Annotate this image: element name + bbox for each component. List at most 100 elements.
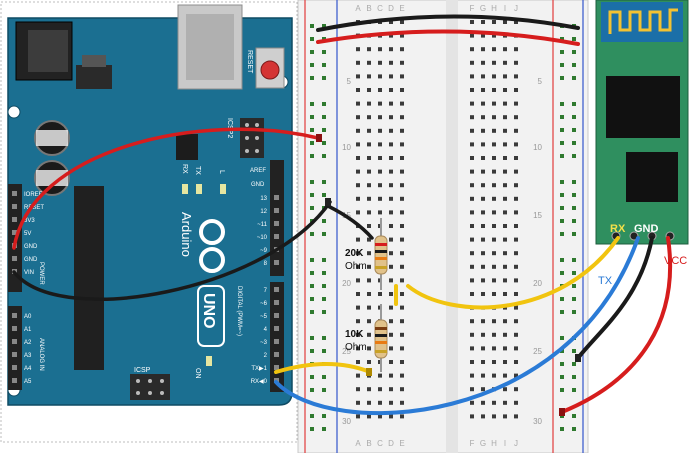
breadboard-hole — [503, 115, 507, 120]
rail-hole — [560, 102, 564, 106]
breadboard-hole — [356, 210, 360, 215]
wire-end-caps — [316, 134, 581, 416]
breadboard-hole — [514, 169, 518, 174]
breadboard-hole — [470, 373, 474, 378]
breadboard-hole — [514, 346, 518, 351]
breadboard-hole — [470, 142, 474, 147]
breadboard-hole — [470, 360, 474, 364]
column-letter: E — [399, 4, 404, 13]
breadboard-hole — [492, 33, 496, 38]
breadboard-hole — [389, 414, 393, 419]
header-pin — [12, 378, 17, 383]
breadboard-hole — [470, 115, 474, 120]
breadboard-hole — [514, 251, 518, 256]
icsp2-header — [240, 118, 264, 158]
breadboard-hole — [400, 251, 404, 256]
rail-hole — [572, 206, 576, 210]
breadboard-hole — [514, 305, 518, 310]
rail-hole — [322, 63, 326, 67]
breadboard-hole — [470, 169, 474, 174]
breadboard-hole — [367, 319, 371, 324]
rail-hole — [572, 50, 576, 54]
breadboard-hole — [481, 74, 485, 79]
column-letter: I — [504, 439, 506, 448]
rail-hole — [322, 336, 326, 340]
breadboard-hole — [492, 319, 496, 324]
breadboard-hole — [503, 237, 507, 242]
breadboard-hole — [400, 292, 404, 296]
row-number-5-right: 5 — [538, 77, 543, 86]
tx-led-label: TX — [194, 166, 201, 175]
wire-black-resistor — [326, 204, 374, 240]
breadboard-hole — [470, 20, 474, 24]
breadboard-hole — [389, 305, 393, 310]
breadboard-hole — [470, 74, 474, 79]
module-tx-label: TX — [598, 275, 613, 287]
breadboard-hole — [367, 414, 371, 419]
breadboard-hole — [481, 373, 485, 378]
breadboard-hole — [356, 332, 360, 337]
breadboard-hole — [492, 196, 496, 201]
breadboard-hole — [356, 414, 360, 419]
rail-hole — [572, 154, 576, 158]
arduino-uno-board: RESET ICSP2 RX TX L Arduino UNO ON — [0, 1, 298, 443]
breadboard-hole — [378, 60, 382, 65]
breadboard-hole — [356, 319, 360, 324]
rail-hole — [322, 271, 326, 275]
header-pin — [12, 191, 17, 196]
analog-section-label: ANALOG IN — [38, 338, 44, 371]
breadboard-hole — [389, 115, 393, 120]
resistor-20k — [374, 218, 388, 290]
rail-hole — [572, 414, 576, 418]
rail-hole — [560, 141, 564, 145]
breadboard-hole — [470, 183, 474, 188]
breadboard-hole — [470, 128, 474, 133]
header-pin — [274, 260, 279, 265]
rail-hole — [322, 349, 326, 353]
header-pin — [12, 230, 17, 235]
breadboard-hole — [367, 237, 371, 242]
breadboard-hole — [400, 101, 404, 106]
rail-hole — [572, 232, 576, 236]
breadboard-hole — [470, 60, 474, 65]
breadboard-hole — [514, 319, 518, 324]
aref-label: AREF — [250, 168, 266, 174]
breadboard-hole — [514, 142, 518, 147]
breadboard-hole — [400, 156, 404, 160]
breadboard-hole — [470, 237, 474, 242]
header-pin — [274, 352, 279, 357]
breadboard-hole — [514, 101, 518, 106]
breadboard-hole — [492, 400, 496, 405]
header-pin — [12, 365, 17, 370]
breadboard-hole — [367, 210, 371, 215]
breadboard-hole — [400, 47, 404, 52]
breadboard-hole — [503, 224, 507, 228]
breadboard-hole — [400, 305, 404, 310]
breadboard-hole — [389, 210, 393, 215]
breadboard-hole — [378, 414, 382, 419]
rail-hole — [572, 258, 576, 262]
arduino-brand-text: Arduino — [179, 212, 194, 257]
rail-hole — [310, 284, 314, 288]
column-letter: C — [377, 439, 383, 448]
breadboard-hole — [389, 196, 393, 201]
reset-label: RESET — [246, 50, 253, 74]
breadboard-hole — [481, 224, 485, 228]
breadboard-hole — [503, 196, 507, 201]
breadboard-hole — [470, 101, 474, 106]
breadboard-hole — [378, 128, 382, 133]
rail-hole — [560, 219, 564, 223]
rail-hole — [322, 128, 326, 132]
rail-hole — [310, 427, 314, 431]
header-pin — [274, 313, 279, 318]
rail-hole — [560, 375, 564, 379]
rail-hole — [572, 310, 576, 314]
row-number-25: 25 — [342, 347, 351, 356]
breadboard-hole — [378, 88, 382, 92]
breadboard-hole — [367, 88, 371, 92]
breadboard-hole — [481, 142, 485, 147]
breadboard-hole — [514, 414, 518, 419]
breadboard-hole — [481, 88, 485, 92]
rail-hole — [310, 232, 314, 236]
